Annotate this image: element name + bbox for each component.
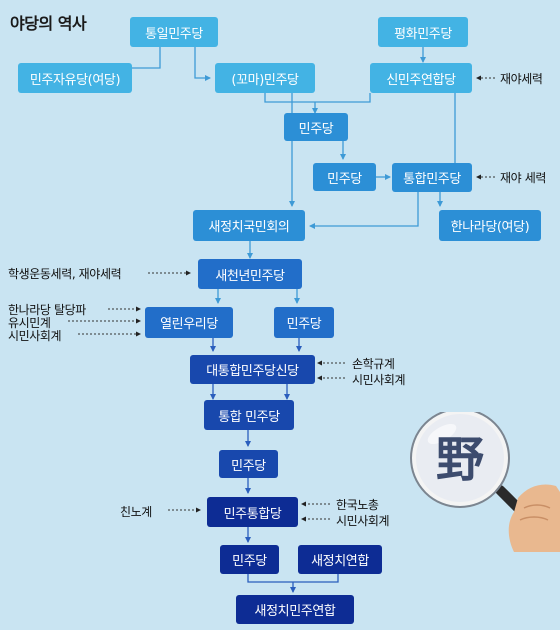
node-sinmin-yeonhapdang: 신민주연합당 [370, 63, 472, 93]
note-jaeya-seryeok-2: 재야 세력 [500, 171, 546, 185]
node-hannaradang: 한나라당(여당) [439, 210, 541, 241]
page-title: 야당의 역사 [10, 14, 87, 33]
node-saecheonnyeon-minjudang: 새천년민주당 [198, 259, 302, 289]
note-chinno-gye: 친노계 [120, 505, 152, 519]
node-minjudang-3: 민주당 [274, 307, 334, 338]
node-minjudang-2: 민주당 [313, 163, 376, 191]
node-tongil-minjudang: 통일민주당 [130, 17, 218, 47]
node-minjudang-5: 민주당 [220, 545, 279, 574]
note-sonhakgyu-gye: 손학규계 [352, 357, 395, 371]
node-daetonghap-minju-sindang: 대통합민주당신당 [190, 355, 315, 384]
magnifier-icon: 野 [410, 412, 560, 552]
node-saejeongchi-minju-yeonhap: 새정치민주연합 [236, 595, 354, 624]
note-hannara-taldangpa: 한나라당 탈당파 [8, 303, 86, 317]
note-simin-sahoe-1: 시민사회계 [8, 329, 62, 343]
node-minju-jayudang: 민주자유당(여당) [18, 63, 132, 93]
node-saejeongchi-yeonhap: 새정치연합 [298, 545, 382, 574]
node-saejeongchi-gukminhoeui: 새정치국민회의 [193, 210, 305, 241]
node-yeollin-uridang: 열린우리당 [145, 307, 233, 338]
node-tonghap-minjudang: 통합민주당 [392, 163, 472, 192]
node-minjudang-4: 민주당 [219, 450, 278, 478]
node-minjudang-1: 민주당 [284, 113, 348, 141]
node-tonghap-minjudang-2: 통합 민주당 [204, 400, 294, 430]
note-jaeya-seryeok-1: 재야세력 [500, 72, 543, 86]
node-minju-tonghapdang: 민주통합당 [207, 497, 298, 527]
node-kkoma-minjudang: (꼬마)민주당 [215, 63, 315, 93]
note-yusimin-gye: 유시민계 [8, 316, 51, 330]
magnifier-glyph: 野 [436, 432, 484, 488]
note-simin-sahoe-3: 시민사회계 [336, 514, 390, 528]
node-pyeonghwa-minjudang: 평화민주당 [378, 17, 468, 47]
note-hanguk-nochong: 한국노총 [336, 498, 379, 512]
note-haksaeng-undong: 학생운동세력, 재야세력 [8, 267, 122, 281]
note-simin-sahoe-2: 시민사회계 [352, 373, 406, 387]
